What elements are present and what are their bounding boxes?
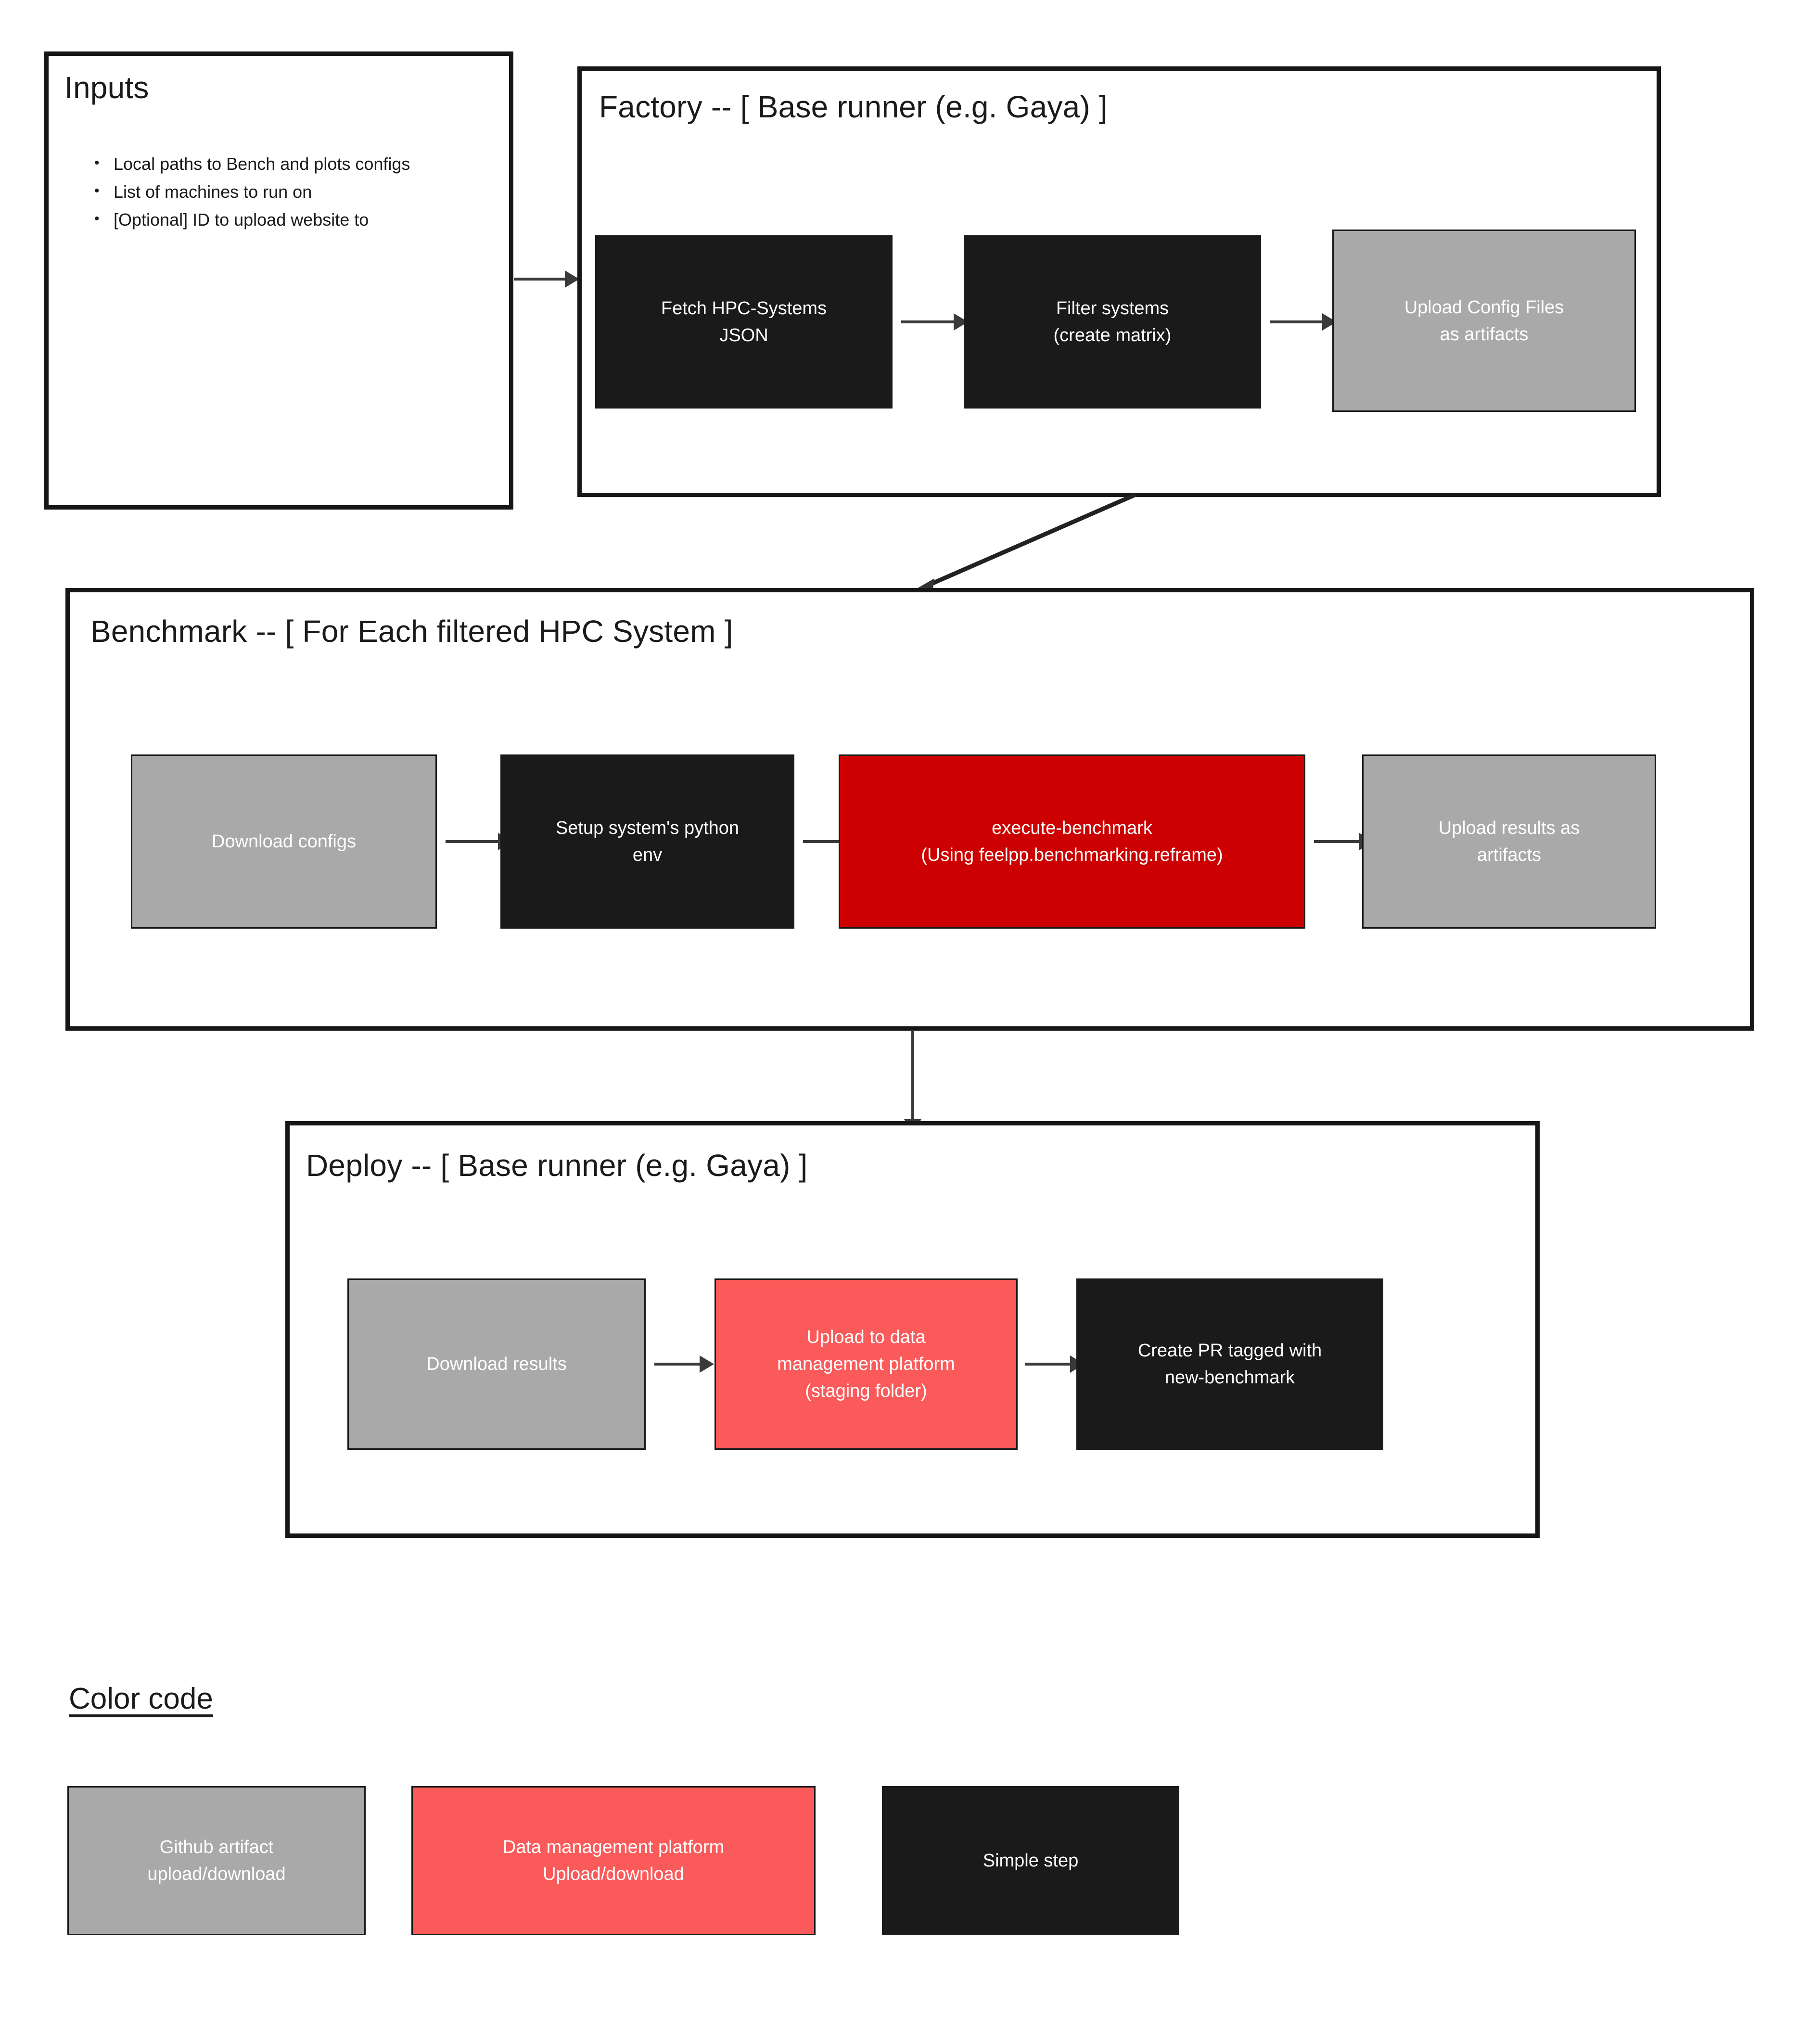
step-label: Download configs xyxy=(212,828,356,855)
step-label: Upload Config Files as artifacts xyxy=(1404,294,1564,348)
list-item: List of machines to run on xyxy=(91,177,410,206)
step-line-2: env xyxy=(632,845,663,865)
step-line-2: management platform xyxy=(777,1354,955,1374)
arrow-benchmark-to-deploy xyxy=(904,1030,921,1134)
step-line-2: new-benchmark xyxy=(1164,1367,1295,1388)
arrow-factory-1-2 xyxy=(901,313,968,331)
step-label: Setup system's python env xyxy=(556,815,739,869)
step-label: Create PR tagged with new-benchmark xyxy=(1138,1337,1322,1391)
step-line-1: execute-benchmark xyxy=(992,818,1152,838)
factory-step-1[interactable]: Fetch HPC-Systems JSON xyxy=(595,235,893,409)
benchmark-step-1[interactable]: Download configs xyxy=(131,754,437,929)
arrow-factory-2-3 xyxy=(1270,313,1337,331)
step-line-2: as artifacts xyxy=(1440,324,1529,345)
legend-line-2: Upload/download xyxy=(543,1864,684,1884)
arrow-benchmark-1-2 xyxy=(446,833,512,850)
step-line-2: artifacts xyxy=(1477,845,1542,865)
step-line-2: (Using feelpp.benchmarking.reframe) xyxy=(921,845,1223,865)
deploy-title: Deploy -- [ Base runner (e.g. Gaya) ] xyxy=(306,1148,808,1183)
list-item: [Optional] ID to upload website to xyxy=(91,205,410,234)
deploy-step-2[interactable]: Upload to data management platform (stag… xyxy=(715,1278,1018,1450)
legend-item-simple-step: Simple step xyxy=(882,1786,1179,1935)
benchmark-title: Benchmark -- [ For Each filtered HPC Sys… xyxy=(90,614,733,649)
legend-line-1: Github artifact xyxy=(159,1837,274,1857)
step-label: Upload results as artifacts xyxy=(1439,815,1580,869)
step-line-2: (create matrix) xyxy=(1053,325,1172,345)
step-label: execute-benchmark (Using feelpp.benchmar… xyxy=(921,815,1223,869)
arrow-deploy-1-2 xyxy=(654,1355,714,1373)
legend-label: Data management platform Upload/download xyxy=(503,1834,724,1888)
step-label: Filter systems (create matrix) xyxy=(1054,295,1172,349)
arrow-benchmark-3-4 xyxy=(1314,833,1374,850)
legend-line-1: Data management platform xyxy=(502,1837,725,1857)
step-line-1: Upload Config Files xyxy=(1404,297,1564,318)
factory-step-2[interactable]: Filter systems (create matrix) xyxy=(964,235,1261,409)
inputs-container xyxy=(44,51,513,510)
benchmark-step-3[interactable]: execute-benchmark (Using feelpp.benchmar… xyxy=(839,754,1305,929)
legend-item-data-management-platform: Data management platform Upload/download xyxy=(411,1786,816,1935)
step-line-1: Create PR tagged with xyxy=(1137,1341,1322,1361)
step-line-1: Upload to data xyxy=(806,1327,926,1347)
legend-line-2: upload/download xyxy=(147,1864,286,1884)
factory-title: Factory -- [ Base runner (e.g. Gaya) ] xyxy=(599,89,1108,124)
step-line-1: Upload results as xyxy=(1438,818,1580,838)
legend-label: Github artifact upload/download xyxy=(147,1834,285,1888)
legend-label: Simple step xyxy=(983,1847,1079,1874)
step-line-1: Setup system's python xyxy=(555,818,740,838)
list-item: Local paths to Bench and plots configs xyxy=(91,149,410,178)
step-label: Fetch HPC-Systems JSON xyxy=(661,295,827,349)
step-line-1: Download configs xyxy=(212,831,356,852)
step-line-1: Fetch HPC-Systems xyxy=(661,298,827,319)
legend-line-1: Simple step xyxy=(983,1851,1079,1871)
deploy-step-1[interactable]: Download results xyxy=(347,1278,646,1450)
inputs-title: Inputs xyxy=(64,70,149,105)
step-line-1: Filter systems xyxy=(1056,298,1169,319)
factory-step-3[interactable]: Upload Config Files as artifacts xyxy=(1332,230,1636,412)
legend-title: Color code xyxy=(69,1682,213,1715)
legend-item-github-artifact: Github artifact upload/download xyxy=(67,1786,366,1935)
benchmark-step-2[interactable]: Setup system's python env xyxy=(500,754,794,929)
arrow-inputs-to-factory xyxy=(514,270,579,288)
step-label: Download results xyxy=(426,1351,566,1378)
benchmark-step-4[interactable]: Upload results as artifacts xyxy=(1362,754,1656,929)
arrow-deploy-2-3 xyxy=(1025,1355,1085,1373)
arrow-factory-to-benchmark xyxy=(909,492,1136,593)
step-line-2: JSON xyxy=(719,325,768,345)
step-line-1: Download results xyxy=(426,1354,567,1374)
inputs-list: Local paths to Bench and plots configs L… xyxy=(91,149,410,234)
step-line-3: (staging folder) xyxy=(805,1381,927,1401)
step-label: Upload to data management platform (stag… xyxy=(777,1324,955,1405)
deploy-step-3[interactable]: Create PR tagged with new-benchmark xyxy=(1076,1278,1383,1450)
